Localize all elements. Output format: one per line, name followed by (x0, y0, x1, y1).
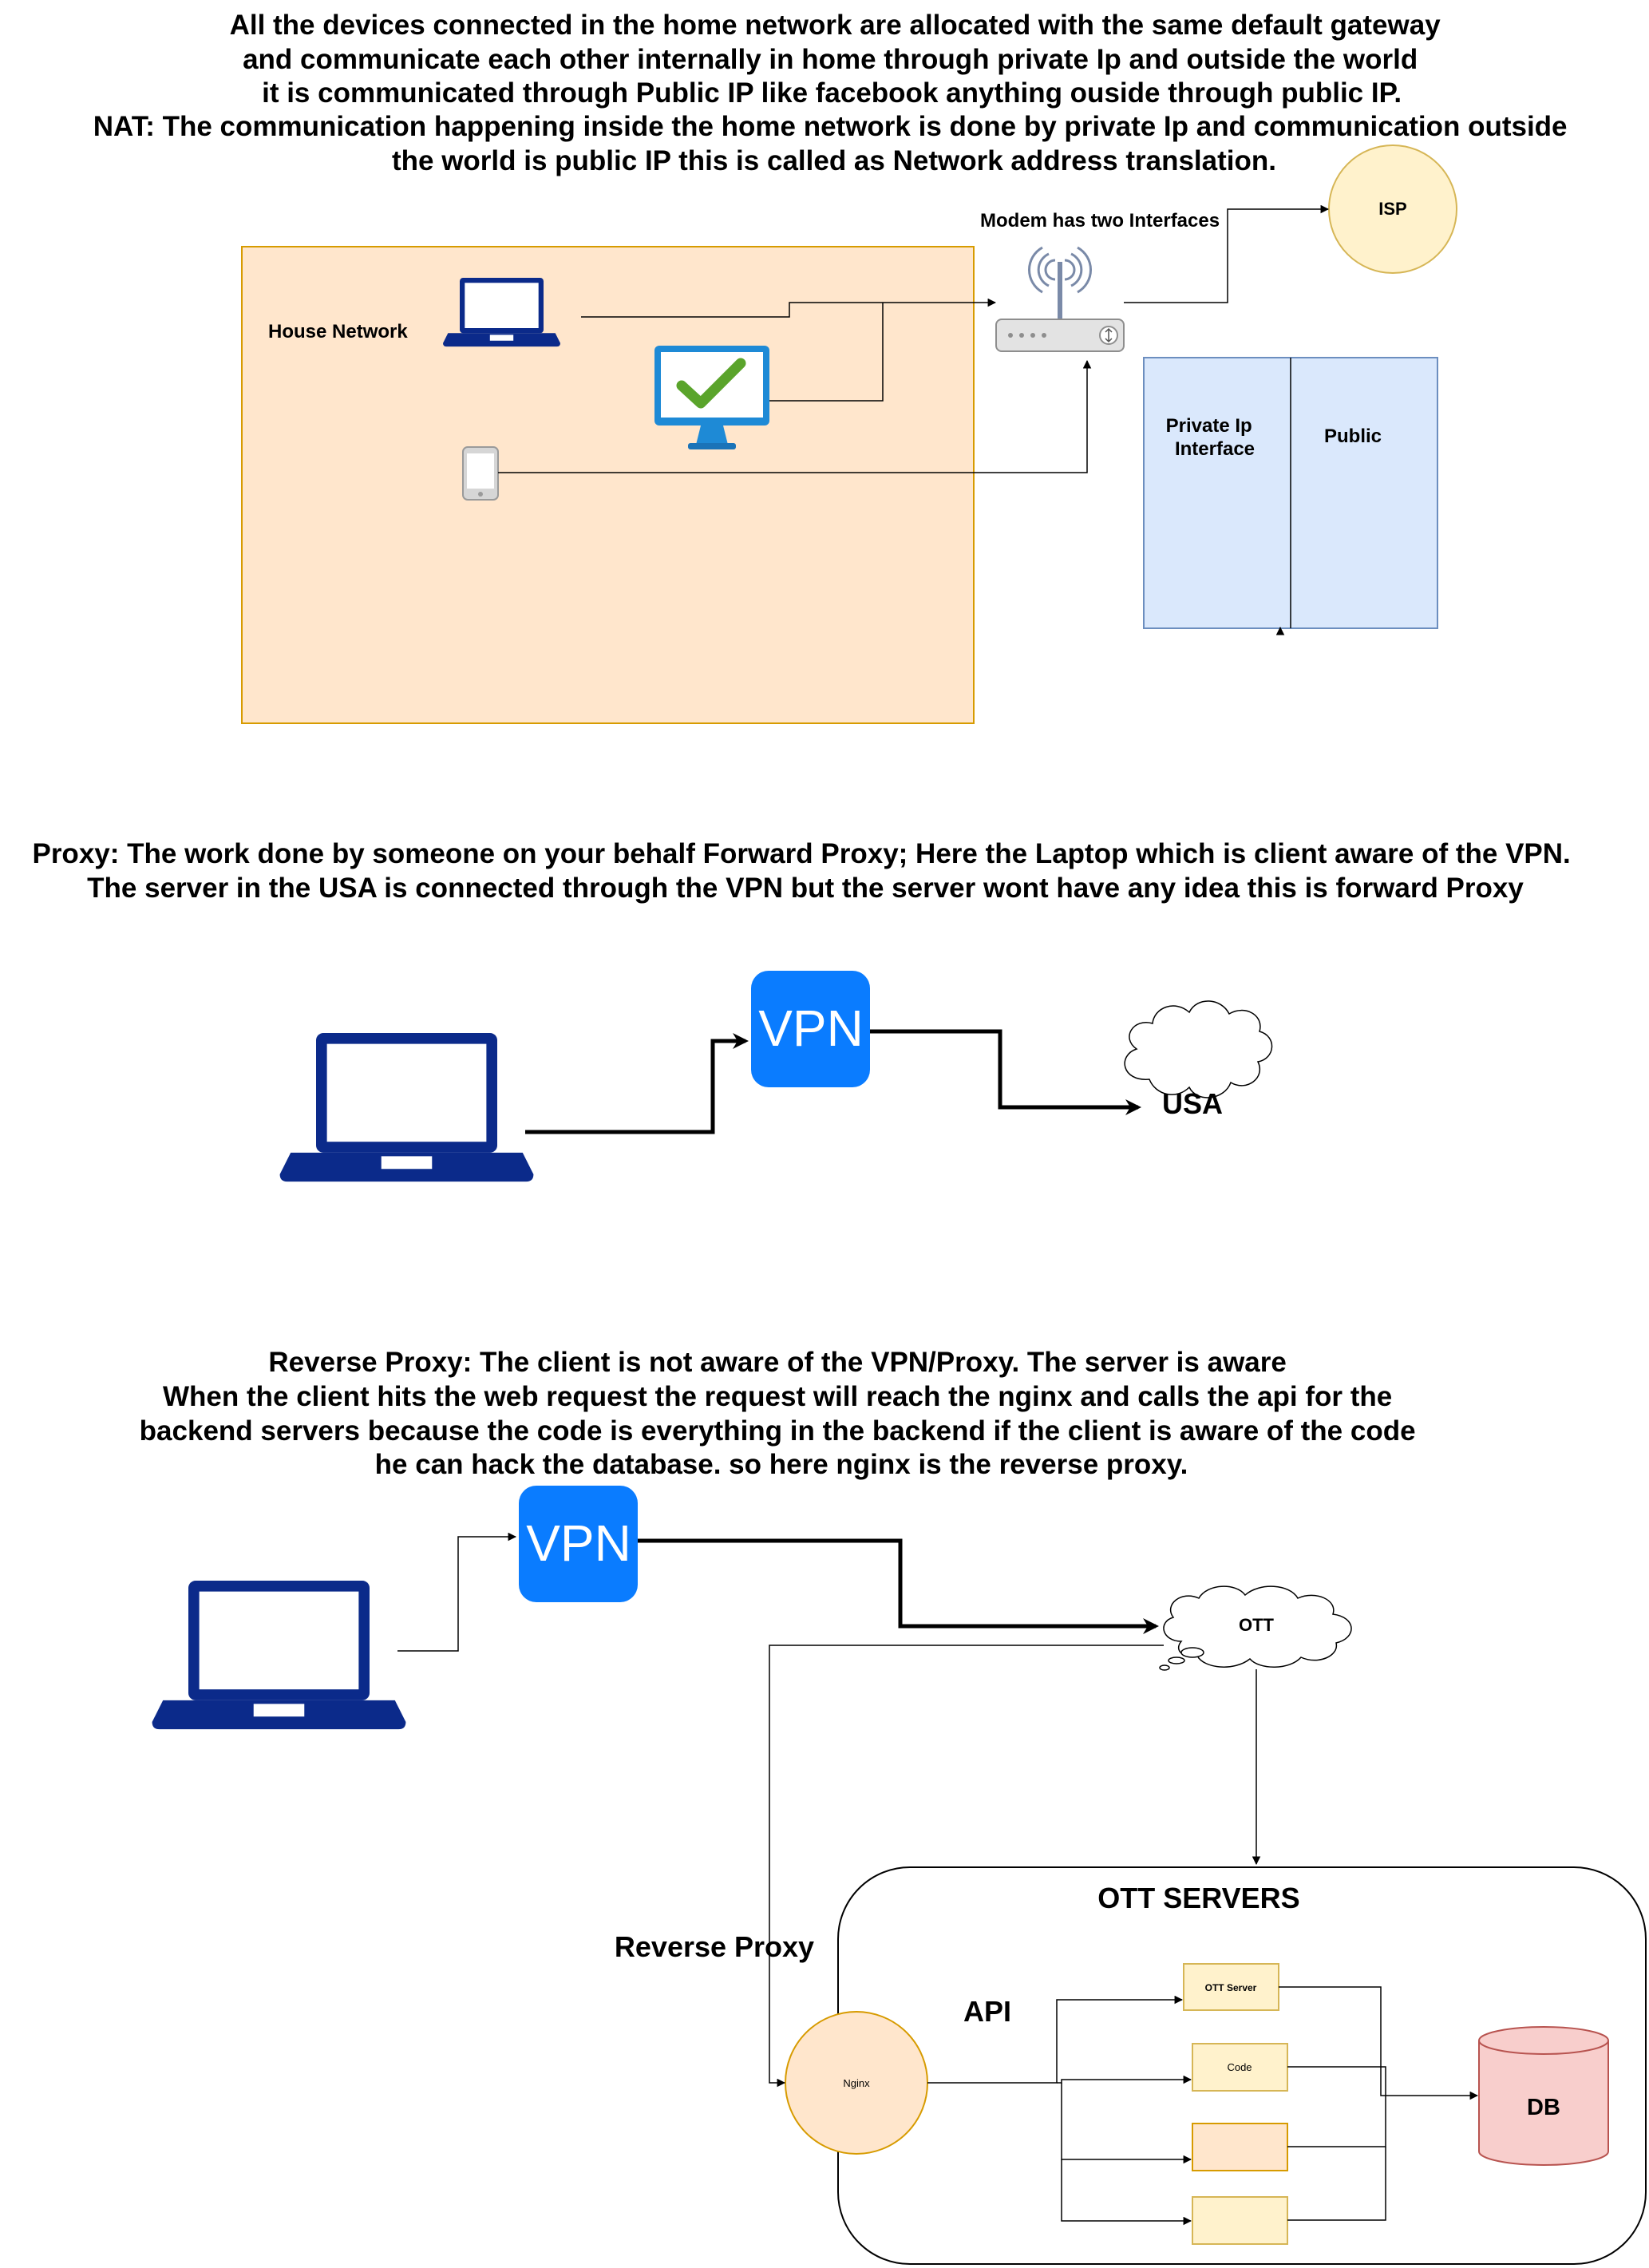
vpn-to-usa-edge (870, 1029, 1141, 1115)
intro-line-2: and communicate each other internally in… (243, 44, 1418, 75)
forward-proxy-text: Proxy: The work done by someone on your … (32, 838, 1578, 904)
code-label: Code (1227, 2061, 1252, 2073)
cloud-icon (1124, 1000, 1273, 1098)
laptop-icon (443, 278, 560, 347)
api-label: API (963, 1995, 1011, 2028)
ott-server-to-db-edge (1279, 1986, 1479, 2100)
backend-box-3 (1192, 2123, 1288, 2171)
vpn-label: VPN (758, 999, 864, 1057)
modem-label: Modem has two Interfaces (980, 210, 1220, 232)
section-forward-proxy: Proxy: The work done by someone on your … (32, 838, 1578, 1182)
database-icon (1478, 2026, 1609, 2166)
code-to-db-edge (1287, 2066, 1386, 2096)
ott-servers-title: OTT SERVERS (1097, 1882, 1299, 1914)
isp-label: ISP (1378, 199, 1406, 219)
cloud-icon (1159, 1585, 1352, 1671)
reverse-proxy-text: Reverse Proxy: The client is not aware o… (140, 1347, 1424, 1480)
private-interface-line-2: Interface (1175, 438, 1255, 460)
laptop-to-modem-edge (581, 298, 997, 318)
house-network-label: House Network (268, 321, 408, 342)
private-interface-line-1: Private Ip (1166, 415, 1252, 437)
forward-proxy-line-1: Proxy: The work done by someone on your … (32, 838, 1570, 869)
vpn-to-ott-edge (638, 1538, 1159, 1634)
section-reverse-proxy: Reverse Proxy: The client is not aware o… (140, 1347, 1647, 2265)
laptop-to-vpn-edge (397, 1532, 517, 1652)
ott-to-nginx-edge (769, 1645, 1164, 2088)
backend-box-4 (1192, 2196, 1288, 2245)
intro-line-1: All the devices connected in the home ne… (230, 10, 1441, 41)
forward-proxy-line-2: The server in the USA is connected throu… (87, 873, 1524, 904)
modem-to-isp-edge (1124, 204, 1330, 303)
laptop-icon (152, 1581, 406, 1730)
house-network-box (241, 246, 975, 724)
code-box (1192, 2043, 1288, 2092)
laptop-icon (279, 1033, 534, 1182)
section-home-network: All the devices connected in the home ne… (93, 10, 1576, 724)
laptop-to-vpn-edge (525, 1033, 749, 1134)
nginx-label: Nginx (843, 2077, 870, 2089)
nginx-to-ott-server-edge (927, 1995, 1184, 2084)
reverse-proxy-line-2: When the client hits the web request the… (163, 1381, 1392, 1412)
usa-label: USA (1162, 1087, 1223, 1120)
vpn-icon: VPN (751, 971, 870, 1087)
db-label: DB (1527, 2095, 1560, 2120)
vpn-icon: VPN (519, 1486, 638, 1602)
intro-line-3: it is communicated through Public IP lik… (262, 77, 1402, 109)
public-interface-label: Public (1324, 425, 1382, 447)
nginx-to-code-edge (1057, 2075, 1192, 2084)
intro-text: All the devices connected in the home ne… (93, 10, 1576, 176)
reverse-proxy-line-3: backend servers because the code is ever… (140, 1415, 1416, 1447)
phone-to-modem-edge (498, 359, 1092, 473)
intro-line-5: the world is public IP this is called as… (392, 145, 1276, 176)
vpn-label: VPN (526, 1514, 631, 1572)
reverse-proxy-line-4: he can hack the database. so here nginx … (375, 1449, 1188, 1480)
box4-to-db-edge (1287, 2147, 1386, 2221)
intro-line-4: NAT: The communication happening inside … (93, 111, 1568, 142)
ott-server-box (1183, 1963, 1279, 2011)
monitor-check-icon (654, 346, 769, 449)
nginx-to-box4-edge (1061, 2159, 1192, 2226)
reverse-proxy-label: Reverse Proxy (615, 1930, 814, 1963)
monitor-to-modem-edge (769, 303, 884, 402)
reverse-proxy-line-1: Reverse Proxy: The client is not aware o… (268, 1347, 1286, 1378)
wifi-router-icon (995, 246, 1125, 352)
ott-server-label: OTT Server (1205, 1982, 1257, 1993)
private-interface-label: Private Ip Interface (1166, 415, 1258, 460)
ott-cloud-label: OTT (1239, 1615, 1275, 1635)
phone-icon (462, 446, 499, 501)
